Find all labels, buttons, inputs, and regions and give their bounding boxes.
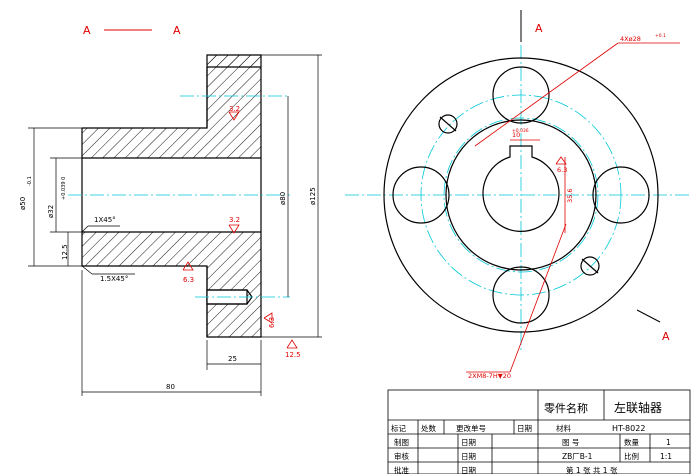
dim-chamfer-bottom: 1.5X45° <box>100 275 128 283</box>
end-leaders <box>466 42 680 373</box>
section-label-left: A <box>83 24 91 37</box>
col-mark: 标记 <box>391 423 406 433</box>
dim-flange-dia: ø125 <box>309 187 317 205</box>
col-date: 日期 <box>517 424 532 433</box>
dim-pitch-dia: ø80 <box>279 192 287 205</box>
section-dimensions <box>28 54 322 396</box>
col-change: 更改单号 <box>456 423 486 433</box>
section-view: A A <box>19 24 322 396</box>
keyway-depth: 35.6 <box>566 189 574 203</box>
scale-label: 比例 <box>624 451 639 461</box>
part-name-label: 零件名称 <box>544 401 588 415</box>
dim-total-len: 80 <box>166 383 175 391</box>
holes-top-label: 4Xø28 <box>620 35 641 43</box>
roughness-r5: 6.3 <box>557 166 567 174</box>
end-center-lines <box>345 45 690 350</box>
end-view: A A 4Xø28 +0.1 2XM8-7H▼20 10 +0.036 35.6… <box>345 10 690 380</box>
dim-step-len: 12.5 <box>61 244 69 260</box>
dim-outer-dia: ø50 <box>19 197 27 210</box>
row-approve: 批准 <box>394 465 409 474</box>
drawing-no-label: 图 号 <box>562 438 579 447</box>
holes-bottom-label: 2XM8-7H▼20 <box>468 372 511 380</box>
part-name: 左联轴器 <box>614 400 662 415</box>
date-label-3: 日期 <box>461 466 476 474</box>
dim-bore-dia: ø32 <box>47 205 55 218</box>
section-label-right: A <box>173 24 181 37</box>
roughness-r4: 6.3 <box>268 317 276 328</box>
col-material: 材料 <box>556 423 571 433</box>
keyway-tol: +0.036 <box>512 128 529 134</box>
date-label-2: 日期 <box>461 452 476 461</box>
qty: 1 <box>666 438 671 447</box>
roughness-r3: 6.3 <box>183 276 194 284</box>
view-label-bottom: A <box>662 330 670 343</box>
drawing-code: ZB厂B-1 <box>562 452 593 461</box>
col-count: 处数 <box>421 423 436 433</box>
section-center-lines <box>68 95 290 298</box>
roughness-r2: 3.2 <box>229 216 240 224</box>
keyway-width: 10 <box>512 131 520 139</box>
dim-chamfer-top: 1X45° <box>94 216 116 224</box>
roughness-r6: 12.5 <box>285 351 301 359</box>
dim-bore-tol: +0.039 0 <box>61 177 67 200</box>
drawing-no: HT-8022 <box>612 424 645 433</box>
scale: 1:1 <box>660 452 672 461</box>
qty-label: 数量 <box>624 437 639 447</box>
title-block: 零件名称 左联轴器 标记 处数 更改单号 日期 材料 HT-8022 制图 日期… <box>387 389 691 474</box>
view-label-top: A <box>535 22 543 35</box>
dim-hub-len: 25 <box>228 355 237 363</box>
sheet-text: 第 1 张 共 1 张 <box>566 465 618 474</box>
holes-top-tol: +0.1 <box>655 33 666 39</box>
roughness-symbols <box>182 111 298 349</box>
date-label-1: 日期 <box>461 438 476 447</box>
row-review: 审核 <box>394 451 409 461</box>
dim-outer-tol: -0.1 <box>27 176 33 186</box>
roughness-r1: 3.2 <box>229 105 240 113</box>
flange-outline <box>383 57 659 333</box>
row-draw: 制图 <box>394 437 409 447</box>
